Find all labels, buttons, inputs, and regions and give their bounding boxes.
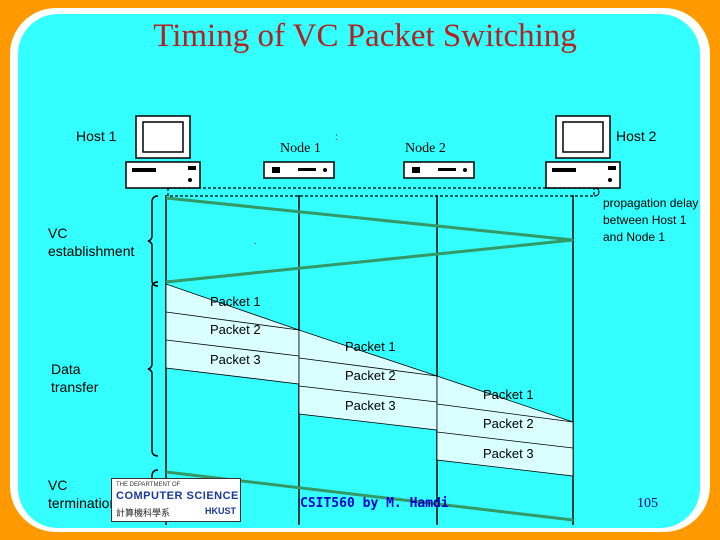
data-transfer-brace — [147, 281, 159, 457]
link2-packet-1: Packet 1 — [345, 339, 396, 354]
footer-credit: CSIT560 by M. Hamdi — [300, 496, 449, 511]
propagation-delay-marker — [167, 187, 595, 197]
node1-switch-icon — [263, 161, 335, 179]
link3-packet-1: Packet 1 — [483, 387, 534, 402]
link3-packet-3: Packet 3 — [483, 446, 534, 461]
node1-label: Node 1 — [280, 141, 321, 156]
link2-packet-3: Packet 3 — [345, 398, 396, 413]
page-title: Timing of VC Packet Switching — [153, 18, 577, 54]
link1-packet-3: Packet 3 — [210, 352, 261, 367]
department-logo: THE DEPARTMENT OF COMPUTER SCIENCE 計算機科學… — [111, 478, 241, 522]
establishment-brace — [147, 195, 159, 287]
phase-termination-label: VC termination — [48, 477, 118, 511]
phase-data-transfer-label: Data transfer — [51, 361, 99, 395]
call-request-line — [165, 196, 574, 242]
page-number: 105 — [637, 496, 658, 511]
termination-brace — [151, 469, 159, 520]
link2-packet-2: Packet 2 — [345, 368, 396, 383]
slide-background — [18, 14, 700, 528]
link1-packet-1: Packet 1 — [210, 294, 261, 309]
link1-packet-2: Packet 2 — [210, 322, 261, 337]
host1-label: Host 1 — [76, 128, 117, 144]
propagation-delay-annotation: propagation delay between Host 1 and Nod… — [603, 196, 699, 244]
phase-establishment-label: VC establishment — [48, 225, 135, 259]
host2-label: Host 2 — [616, 128, 657, 144]
link3-packet-2: Packet 2 — [483, 416, 534, 431]
call-accept-line — [165, 238, 574, 284]
host1-computer-icon — [125, 115, 201, 189]
svg-text::: : — [335, 132, 338, 143]
node2-switch-icon — [403, 161, 475, 179]
node2-label: Node 2 — [405, 141, 446, 156]
host2-computer-icon — [545, 115, 621, 189]
svg-text:.: . — [254, 236, 257, 246]
